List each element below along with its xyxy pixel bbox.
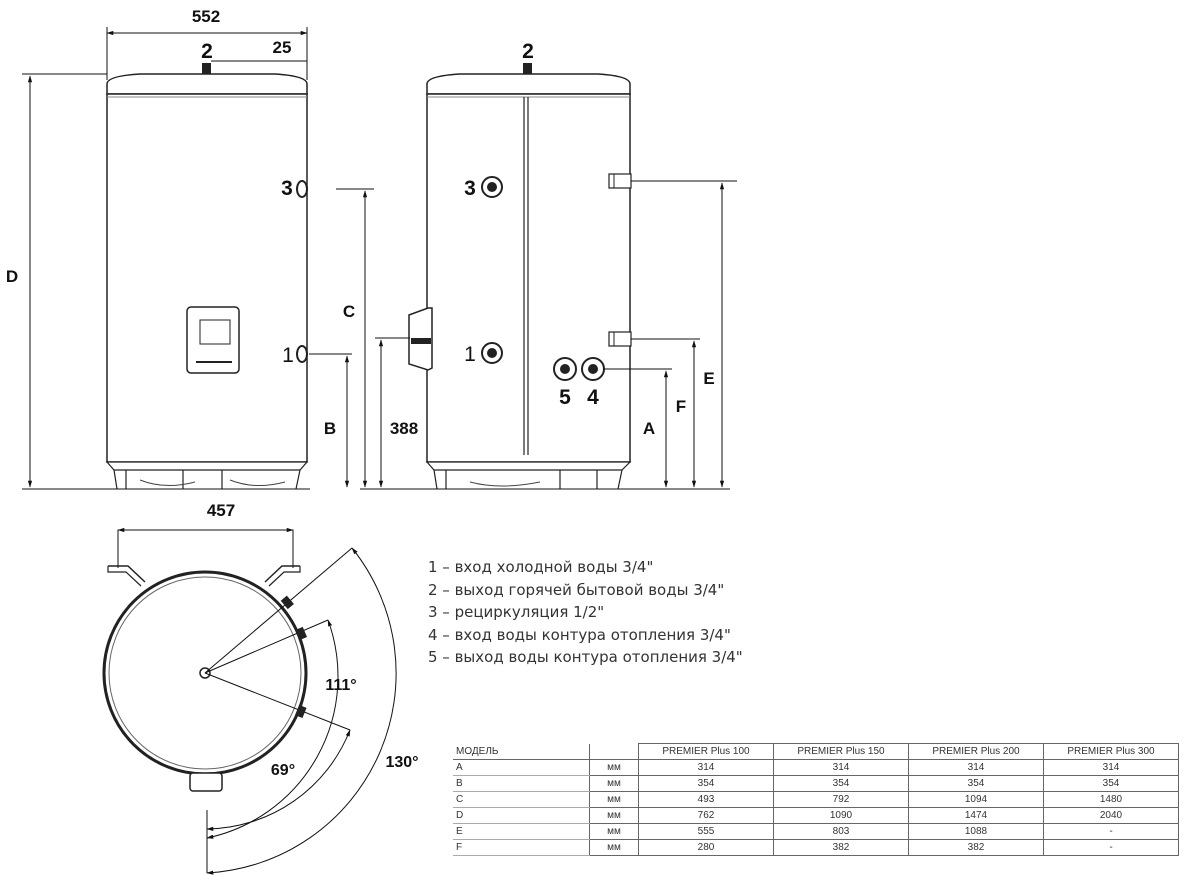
row-unit: мм (589, 839, 639, 856)
table-cell: 1088 (908, 823, 1044, 840)
table-cell: 493 (638, 791, 774, 808)
table-row: D мм 762 1090 1474 2040 (453, 807, 1179, 824)
table-cell: 314 (908, 759, 1044, 776)
table-cell: 2040 (1043, 807, 1179, 824)
front-view-dimensions (22, 27, 374, 490)
angle-130: 130° (385, 754, 418, 771)
row-unit: мм (589, 791, 639, 808)
table-cell: 280 (638, 839, 774, 856)
table-row: B мм 354 354 354 354 (453, 775, 1179, 792)
table-header-unit (589, 743, 639, 760)
dim-f: F (676, 397, 686, 416)
dim-e: E (703, 369, 714, 388)
table-row: F мм 280 382 382 - (453, 839, 1179, 856)
legend-item: 3 – рециркуляция 1/2" (428, 603, 605, 621)
table-cell: - (1043, 823, 1179, 840)
table-cell: 314 (773, 759, 909, 776)
table-header-model-100: PREMIER Plus 100 (638, 743, 774, 760)
table-cell: 1480 (1043, 791, 1179, 808)
legend-item: 4 – вход воды контура отопления 3/4" (428, 625, 731, 644)
table-cell: 1094 (908, 791, 1044, 808)
table-cell: - (1043, 839, 1179, 856)
angle-111: 111° (325, 677, 356, 694)
dim-388: 388 (390, 419, 418, 438)
row-label: B (453, 775, 590, 792)
table-cell: 1474 (908, 807, 1044, 824)
table-header-model: МОДЕЛЬ (453, 743, 590, 760)
port-label-5: 5 (559, 386, 571, 409)
table-cell: 354 (638, 775, 774, 792)
row-label: D (453, 807, 590, 824)
legend-item: 2 – выход горячей бытовой воды 3/4" (428, 580, 725, 599)
dim-d: D (6, 267, 18, 286)
port-label-3-front: 3 (281, 177, 293, 200)
row-label: C (453, 791, 590, 808)
top-view (102, 527, 397, 875)
connections-legend: 1 – вход холодной воды 3/4" 2 – выход го… (428, 556, 743, 669)
rear-view-dimensions (360, 180, 737, 490)
row-label: E (453, 823, 590, 840)
table-cell: 792 (773, 791, 909, 808)
dim-c: C (343, 302, 355, 321)
dim-552: 552 (192, 7, 220, 26)
table-cell: 382 (908, 839, 1044, 856)
port-label-1-rear: 1 (464, 343, 476, 366)
table-header-model-200: PREMIER Plus 200 (908, 743, 1044, 760)
rear-view-tank (408, 63, 632, 490)
row-unit: мм (589, 823, 639, 840)
table-cell: 354 (1043, 775, 1179, 792)
table-cell: 1090 (773, 807, 909, 824)
row-unit: мм (589, 775, 639, 792)
port-label-3-rear: 3 (464, 177, 476, 200)
table-cell: 555 (638, 823, 774, 840)
dim-a: A (643, 419, 655, 438)
dim-b: B (324, 419, 336, 438)
table-cell: 354 (773, 775, 909, 792)
port-label-2-front: 2 (201, 40, 213, 63)
table-header-row: МОДЕЛЬ PREMIER Plus 100 PREMIER Plus 150… (453, 743, 1179, 760)
legend-item: 5 – выход воды контура отопления 3/4" (428, 648, 743, 666)
table-cell: 314 (1043, 759, 1179, 776)
table-cell: 762 (638, 807, 774, 824)
row-unit: мм (589, 807, 639, 824)
row-label: F (453, 839, 590, 856)
row-unit: мм (589, 759, 639, 776)
row-label: A (453, 759, 590, 776)
dim-457: 457 (207, 501, 235, 520)
front-view-tank (105, 63, 309, 490)
table-header-model-150: PREMIER Plus 150 (773, 743, 909, 760)
port-label-1-front: 1 (282, 344, 294, 367)
table-row: E мм 555 803 1088 - (453, 823, 1179, 840)
port-label-2-rear: 2 (522, 40, 534, 63)
table-cell: 314 (638, 759, 774, 776)
table-row: A мм 314 314 314 314 (453, 759, 1179, 776)
table-cell: 354 (908, 775, 1044, 792)
table-header-model-300: PREMIER Plus 300 (1043, 743, 1179, 760)
table-cell: 382 (773, 839, 909, 856)
table-cell: 803 (773, 823, 909, 840)
angle-69: 69° (271, 762, 295, 779)
dimensions-table: МОДЕЛЬ PREMIER Plus 100 PREMIER Plus 150… (453, 743, 1179, 856)
legend-item: 1 – вход холодной воды 3/4" (428, 558, 654, 576)
table-row: C мм 493 792 1094 1480 (453, 791, 1179, 808)
port-label-4: 4 (587, 386, 599, 409)
dim-25: 25 (273, 38, 292, 57)
